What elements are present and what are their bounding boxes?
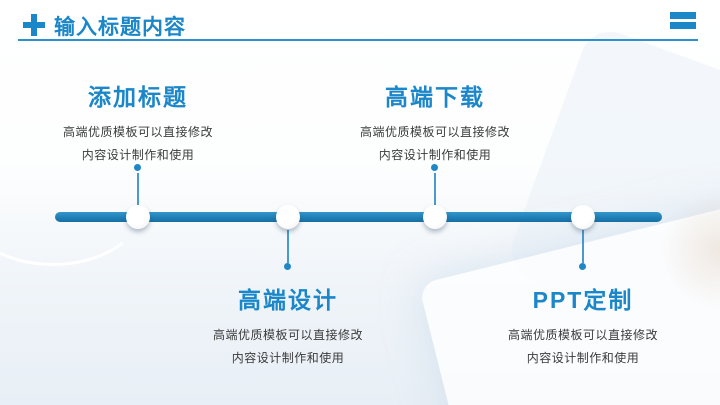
pin-line: [582, 230, 584, 263]
pin-dot-icon: [579, 263, 586, 270]
timeline-bar: [55, 212, 662, 222]
pin-dot-icon: [284, 263, 291, 270]
slide-title: 输入标题内容: [54, 16, 186, 39]
item-desc-line2: 内容设计制作和使用: [526, 351, 640, 365]
timeline-item-3: 高端下载 高端优质模板可以直接修改 内容设计制作和使用: [315, 78, 555, 167]
timeline-node-3: [423, 205, 447, 229]
timeline-node-1: [126, 205, 150, 229]
timeline-item-2: 高端设计 高端优质模板可以直接修改 内容设计制作和使用: [168, 281, 408, 370]
item-desc-line2: 内容设计制作和使用: [378, 148, 492, 162]
menu-icon-bar: [670, 12, 696, 19]
menu-icon-bar: [670, 22, 696, 29]
pin-line: [137, 173, 139, 205]
item-desc-line2: 内容设计制作和使用: [231, 351, 345, 365]
item-title: 高端下载: [385, 84, 485, 110]
timeline-node-2: [276, 205, 300, 229]
item-desc-line1: 高端优质模板可以直接修改: [212, 328, 363, 342]
pin-line: [287, 230, 289, 263]
menu-icon: [670, 12, 696, 29]
item-desc-line2: 内容设计制作和使用: [81, 148, 195, 162]
item-title: 高端设计: [238, 287, 338, 313]
timeline-node-4: [571, 205, 595, 229]
item-desc-line1: 高端优质模板可以直接修改: [62, 125, 213, 139]
timeline-item-1: 添加标题 高端优质模板可以直接修改 内容设计制作和使用: [18, 78, 258, 167]
pin-dot-icon: [134, 164, 141, 171]
item-desc-line1: 高端优质模板可以直接修改: [359, 125, 510, 139]
item-title: 添加标题: [88, 84, 188, 110]
pin-line: [434, 173, 436, 205]
plus-icon: [23, 14, 45, 36]
timeline-item-4: PPT定制 高端优质模板可以直接修改 内容设计制作和使用: [463, 281, 703, 370]
header-divider: [18, 39, 698, 41]
item-desc-line1: 高端优质模板可以直接修改: [507, 328, 658, 342]
item-title: PPT定制: [532, 287, 634, 313]
pin-dot-icon: [431, 164, 438, 171]
